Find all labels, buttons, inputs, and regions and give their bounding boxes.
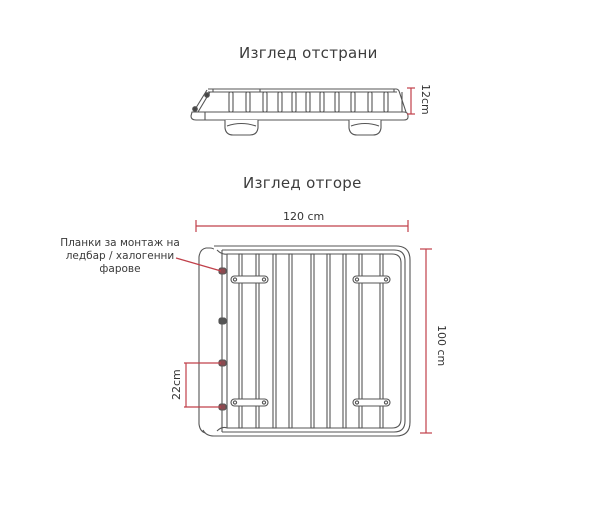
top-depth-label: 100 cm <box>435 325 448 367</box>
side-height-dimension <box>407 87 415 115</box>
callout-line-3: фарове <box>99 263 141 275</box>
top-width-label: 120 cm <box>283 210 325 223</box>
side-view-title: Изглед отстрани <box>239 44 378 62</box>
top-depth-dimension <box>420 248 432 434</box>
side-height-label: 12cm <box>419 84 432 115</box>
callout-leader-line <box>175 257 222 272</box>
callout-line-2: ледбар / халогенни <box>65 250 175 262</box>
top-view-slats <box>238 253 384 429</box>
side-view-slats <box>228 91 389 113</box>
callout-line-1: Планки за монтаж на <box>60 237 180 249</box>
bracket-spacing-dimension <box>184 362 221 408</box>
bracket-spacing-label: 22cm <box>170 369 183 400</box>
top-view-title: Изглед отгоре <box>243 174 362 192</box>
side-view-foot-rear <box>348 120 382 136</box>
tie-down-straps <box>230 275 391 407</box>
mounting-bracket-callout: Планки за монтаж на ледбар / халогенни ф… <box>55 237 185 276</box>
top-width-dimension <box>195 220 409 232</box>
top-view-rack <box>198 245 411 437</box>
side-view-foot-front <box>224 120 259 136</box>
side-view-rack <box>190 88 409 136</box>
mounting-brackets <box>218 267 227 411</box>
